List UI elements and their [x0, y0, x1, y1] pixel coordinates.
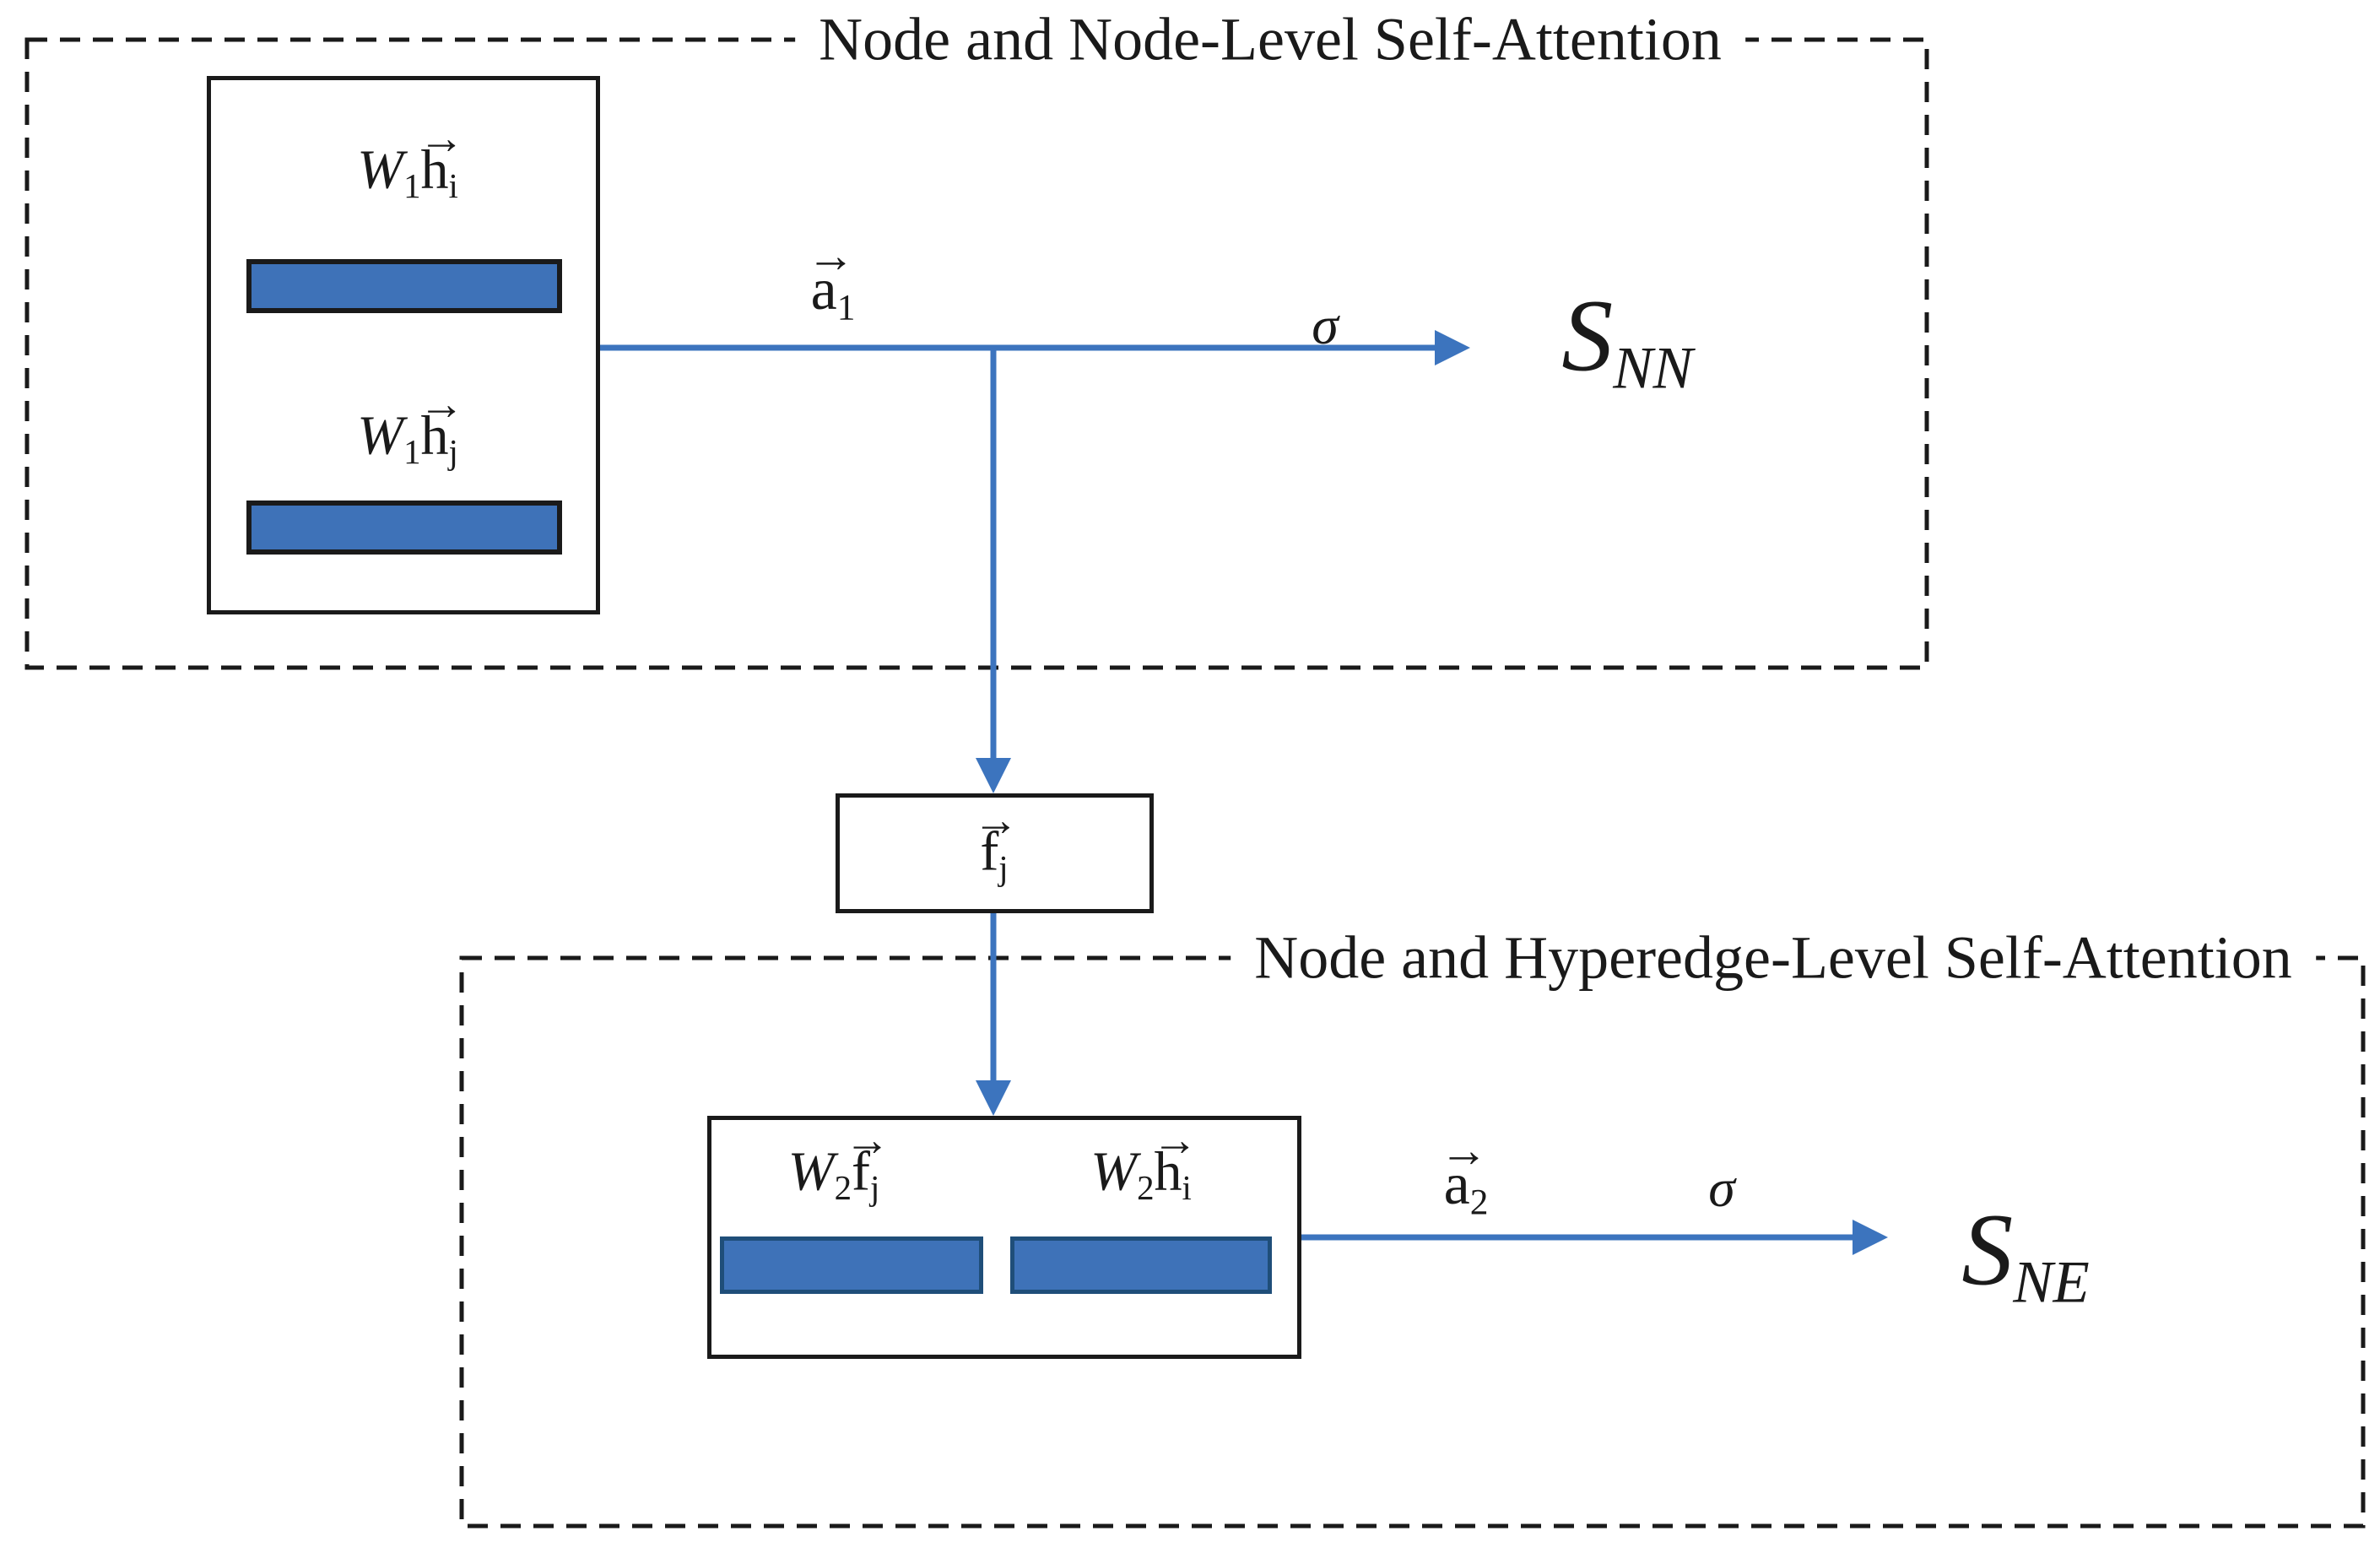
- a1-vec-arrow-icon: →: [806, 229, 856, 283]
- fj-formula: →fj: [973, 797, 1019, 887]
- sne-base: S: [1961, 1193, 2014, 1307]
- nn-section-title: Node and Node-Level Self-Attention: [795, 6, 1745, 73]
- nn-sigma-label: σ: [1312, 295, 1339, 355]
- fj-vec-arrow-icon: →: [972, 793, 1019, 845]
- w1hj-W: W: [357, 404, 404, 467]
- w2fj-W: W: [787, 1140, 835, 1203]
- w1hi-var-sub: i: [448, 166, 458, 205]
- w1hj-W-sub: 1: [403, 432, 421, 471]
- nn-bar-w1hi: [246, 259, 562, 313]
- w2hi-var-sub: i: [1182, 1168, 1192, 1207]
- w2hi-W-sub: 2: [1137, 1168, 1155, 1207]
- w1hi-W-sub: 1: [403, 166, 421, 205]
- w2hi-var: h: [1154, 1140, 1182, 1203]
- a2-base: a: [1443, 1152, 1470, 1218]
- w2hi-W: W: [1090, 1140, 1138, 1203]
- w1hi-vec-arrow-icon: →: [419, 111, 465, 163]
- ne-bar-w2hi: [1010, 1236, 1272, 1294]
- ne-section-dashed-border: [459, 955, 2366, 1529]
- sne-sub: NE: [2013, 1249, 2090, 1316]
- w2fj-var: f: [852, 1140, 871, 1203]
- a1-base: a: [810, 257, 837, 323]
- nn-formula-w1hi: W1→hi: [357, 115, 464, 205]
- fj-down-arrowhead: [976, 1080, 1011, 1116]
- w2fj-var-sub: j: [870, 1168, 880, 1207]
- w1hi-W: W: [357, 138, 404, 201]
- w2fj-vector: →f: [845, 1117, 890, 1199]
- nn-attention-label: →a1: [807, 231, 856, 328]
- a2-vector: →a: [1440, 1126, 1488, 1218]
- w2fj-vec-arrow-icon: →: [844, 1113, 890, 1165]
- nn-arrowhead: [1435, 330, 1470, 365]
- fj-var-sub: j: [998, 848, 1009, 887]
- a1-vector: →a: [807, 231, 855, 320]
- hyperedge-feature-box: [836, 793, 1154, 913]
- a1-sub: 1: [836, 287, 856, 328]
- ne-formula-w2fj: W2→fj: [788, 1117, 890, 1207]
- w2fj-W-sub: 2: [834, 1168, 852, 1207]
- ne-section-title: Node and Hyperedge-Level Self-Attention: [1231, 924, 2316, 992]
- nn-output-score: SNN: [1561, 284, 1693, 402]
- ne-sigma-label: σ: [1708, 1158, 1735, 1218]
- fj-var: f: [980, 820, 999, 883]
- fj-vector: →f: [973, 797, 1019, 879]
- snn-sub: NN: [1613, 335, 1693, 402]
- w1hj-var-sub: j: [448, 432, 458, 471]
- ne-arrowhead: [1853, 1220, 1888, 1255]
- junction-down-arrowhead: [976, 758, 1011, 793]
- nn-bar-w1hj: [246, 501, 562, 555]
- ne-attention-label: →a2: [1440, 1126, 1489, 1223]
- nn-section-dashed-border: [24, 37, 1929, 670]
- w1hi-var: h: [420, 138, 449, 201]
- ne-bar-w2fj: [720, 1236, 983, 1294]
- w1hj-vector: →h: [419, 381, 464, 463]
- w1hj-var: h: [420, 404, 449, 467]
- w1hi-vector: →h: [419, 115, 464, 198]
- w1hj-vec-arrow-icon: →: [419, 377, 465, 429]
- w2hi-vector: →h: [1152, 1117, 1198, 1199]
- w2hi-vec-arrow-icon: →: [1152, 1113, 1198, 1165]
- nn-formula-w1hj: W1→hj: [357, 381, 464, 471]
- ne-output-score: SNE: [1961, 1199, 2089, 1313]
- snn-base: S: [1561, 279, 1614, 393]
- ne-formula-w2hi: W2→hi: [1090, 1117, 1198, 1207]
- a2-vec-arrow-icon: →: [1439, 1123, 1489, 1177]
- a2-sub: 2: [1469, 1182, 1489, 1223]
